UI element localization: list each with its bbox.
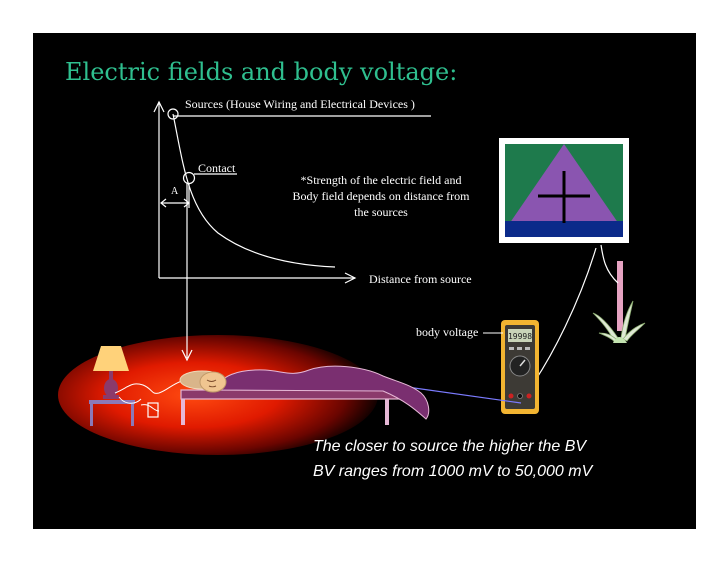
contact-point [182, 171, 196, 185]
illustration: 19998 [58, 100, 646, 455]
plant [592, 261, 646, 343]
body-probe-wire [392, 384, 522, 404]
x-axis-arrow [344, 272, 357, 284]
multimeter [501, 320, 539, 414]
distance-marker: A [171, 186, 179, 197]
lamp-cord [114, 379, 186, 404]
slide: Electric fields and body voltage: [33, 33, 696, 529]
window-to-plant-wire [600, 244, 619, 284]
x-axis-label: Distance from source [369, 272, 472, 286]
caption-line-1: The closer to source the higher the BV [313, 438, 587, 455]
meter-display: 19998 [508, 332, 532, 341]
wall-outlet [147, 402, 159, 418]
contact-label: Contact [198, 161, 236, 175]
field-strength-note: *Strength of the electric field and Body… [292, 173, 470, 219]
source-point [167, 108, 179, 120]
field-strength-curve [172, 113, 336, 268]
lamp [93, 346, 129, 399]
nightstand [89, 400, 135, 426]
blanket [216, 365, 430, 420]
sleeper-head [179, 370, 227, 393]
window-sill [505, 221, 623, 237]
slide-title: Electric fields and body voltage: [65, 58, 458, 86]
contact-drop-arrow [181, 349, 193, 362]
y-axis-arrow [153, 100, 165, 113]
body-voltage-label: body voltage [416, 325, 479, 339]
sources-label: Sources (House Wiring and Electrical Dev… [185, 97, 415, 111]
field-graph [153, 100, 431, 362]
window [499, 138, 629, 243]
caption-line-2: BV ranges from 1000 mV to 50,000 mV [313, 463, 593, 480]
